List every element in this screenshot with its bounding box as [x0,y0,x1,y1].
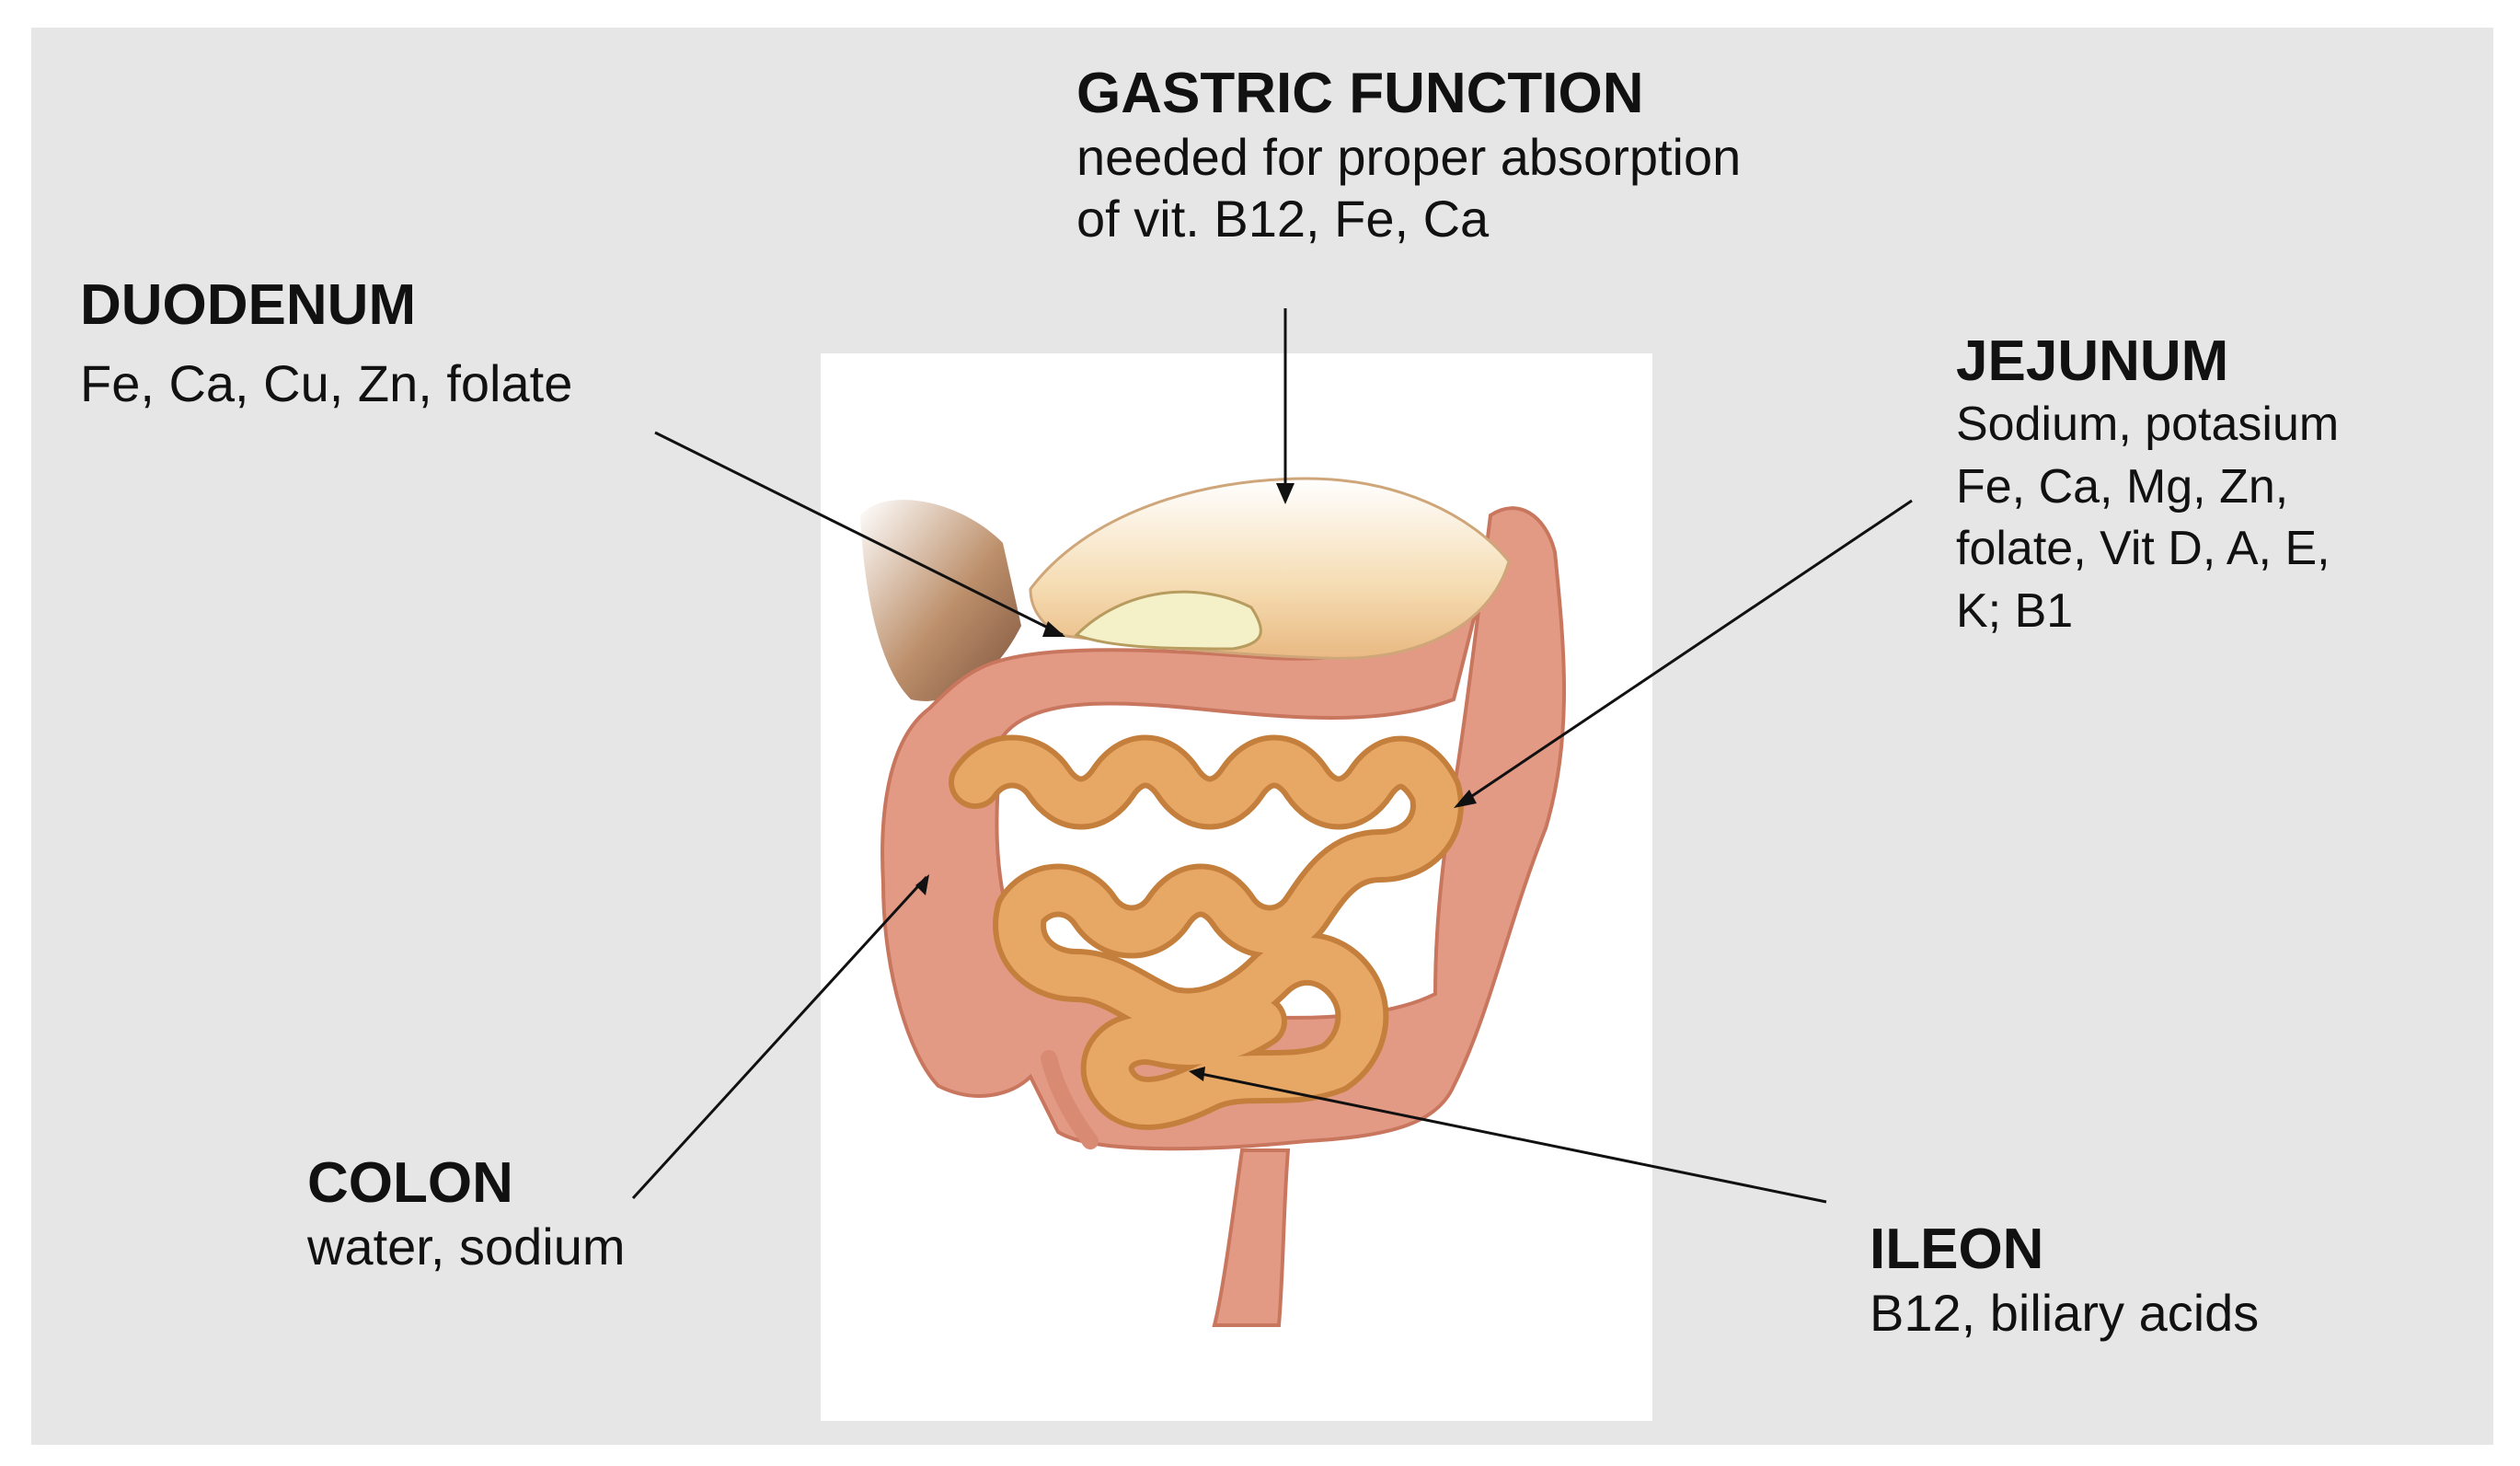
jejunum-label: JEJUNUM Sodium, potasium Fe, Ca, Mg, Zn,… [1956,329,2339,643]
jejunum-text-1: Sodium, potasium [1956,398,2340,452]
gastric-function-label: GASTRIC FUNCTION needed for proper absor… [1076,61,1741,250]
duodenum-pointer [654,431,1064,637]
jejunum-pointer [1457,499,1913,807]
jejunum-title: JEJUNUM [1956,329,2229,393]
ileon-pointer [1191,1070,1827,1204]
ileon-text: B12, biliary acids [1870,1284,2260,1343]
colon-arrowhead [915,874,929,895]
colon-label: COLON water, sodium [307,1150,626,1277]
gastric-function-text-2: of vit. B12, Fe, Ca [1076,190,1490,248]
gastric-function-title: GASTRIC FUNCTION [1076,62,1644,125]
small-intestine-shape [949,734,1464,1130]
ileon-arrowhead [1189,1067,1205,1081]
liver-shape [860,500,1021,701]
colon-text: water, sodium [307,1218,626,1276]
colon-pointer [631,875,928,1200]
duodenum-label: DUODENUM Fe, Ca, Cu, Zn, folate [80,272,572,414]
jejunum-text-2: Fe, Ca, Mg, Zn, [1956,459,2289,514]
ileon-label: ILEON B12, biliary acids [1870,1217,2259,1344]
pointer-lines [631,308,1913,1204]
duodenum-title: DUODENUM [80,273,417,337]
jejunum-text-3: folate, Vit D, A, E, [1956,522,2330,576]
gastric-arrowhead [1276,483,1295,504]
pancreas-shape [1074,590,1262,651]
appendix-shape [1041,1050,1099,1149]
gastric-function-text-1: needed for proper absorption [1076,128,1742,187]
jejunum-text-4: K; B1 [1956,584,2074,639]
ileon-title: ILEON [1870,1218,2044,1281]
rectum-shape [1212,1149,1291,1327]
duodenum-arrowhead [1042,621,1065,637]
duodenum-text: Fe, Ca, Cu, Zn, folate [80,354,573,413]
jejunum-arrowhead [1454,790,1477,808]
colon-title: COLON [307,1151,513,1215]
